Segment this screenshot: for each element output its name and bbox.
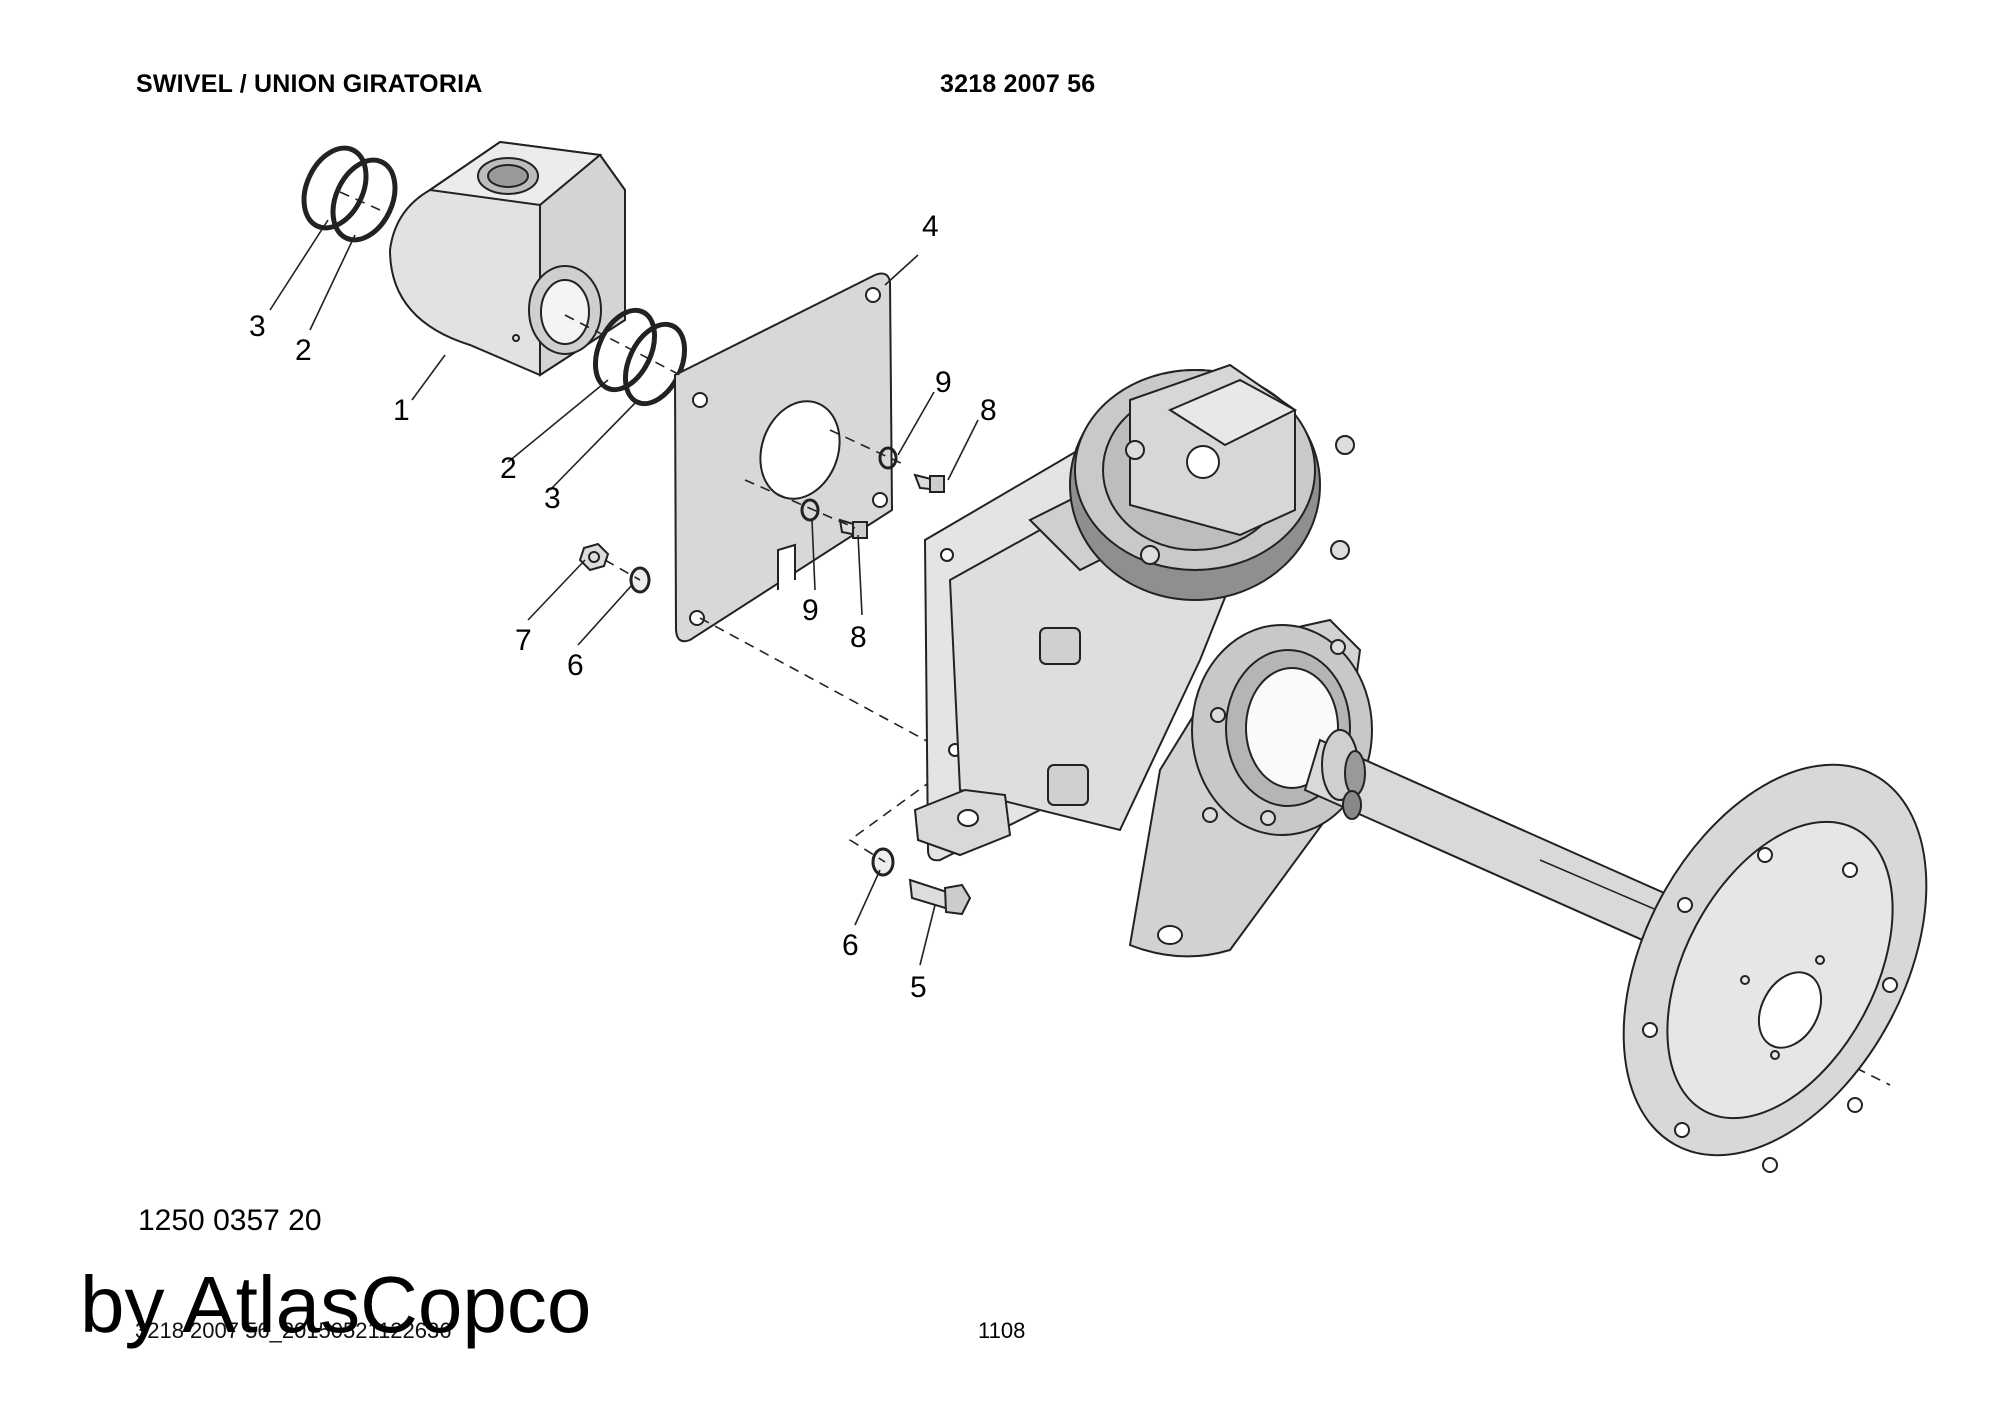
seal-rings-left [301,145,398,243]
drawing-title: SWIVEL / UNION GIRATORIA [136,70,483,98]
file-reference: 3218 2007 56_20150521122636 [135,1318,452,1343]
gearbox-housing [913,363,1373,958]
mounting-plate-part [673,272,894,643]
callout-3-right: 3 [544,482,561,515]
callout-8-lower: 8 [850,621,867,654]
callout-3-left: 3 [249,310,266,343]
callout-2-right: 2 [500,452,517,485]
callout-6-upper: 6 [567,649,584,682]
callout-1: 1 [393,394,410,427]
swivel-body-part [388,140,626,377]
callout-labels: 3 2 1 2 3 4 9 8 9 8 7 6 6 5 [249,210,997,1004]
output-shaft-and-flange [1303,729,1928,1173]
callout-6-lower: 6 [842,929,859,962]
watermark: by AtlasCopco [80,1260,592,1349]
callout-4: 4 [922,210,939,243]
callout-8-upper: 8 [980,394,997,427]
callout-7: 7 [515,624,532,657]
part-number: 1250 0357 20 [138,1204,322,1237]
page-number: 1108 [978,1318,1026,1343]
callout-9-lower: 9 [802,594,819,627]
callout-5: 5 [910,971,927,1004]
callout-9-upper: 9 [935,366,952,399]
leader-lines [269,219,979,966]
callout-2-left: 2 [295,334,312,367]
document-number: 3218 2007 56 [940,70,1096,98]
